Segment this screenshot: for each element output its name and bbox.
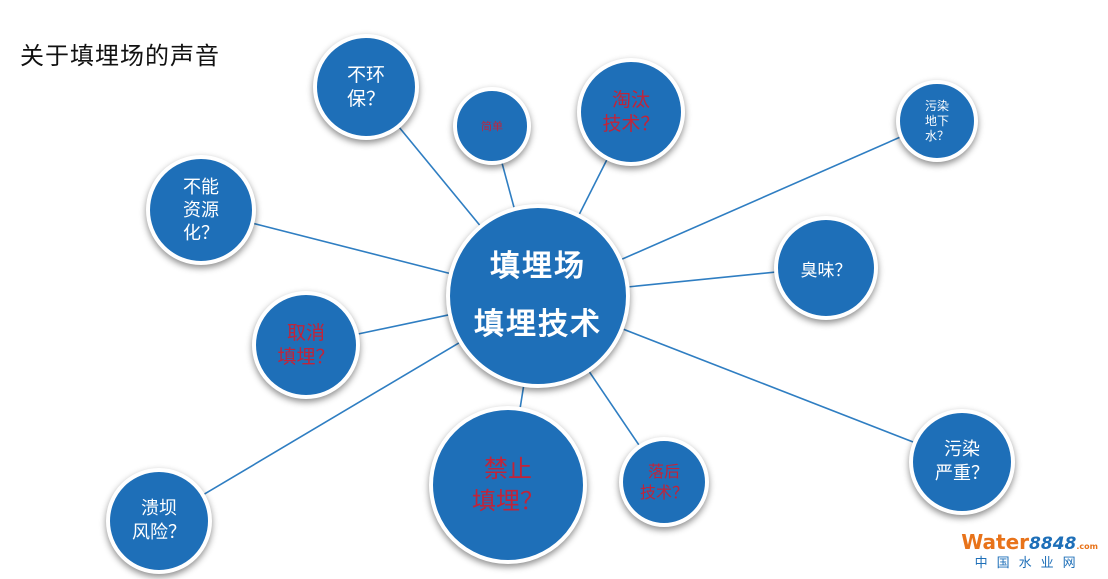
node-label: 臭味？ <box>800 260 852 281</box>
water8848-logo: Water8848.com 中国水业网 <box>961 530 1098 571</box>
logo-suffix: .com <box>1076 542 1098 551</box>
center-line1: 填埋场 <box>490 249 586 284</box>
node-chou-wei[interactable]: 臭味？ <box>774 216 878 320</box>
node-jian-dan[interactable]: 简单 <box>453 87 531 165</box>
node-qu-xiao-tian-mai[interactable]: 取消 填埋？ <box>252 291 360 399</box>
node-jin-zhi-tian-mai[interactable]: 禁止 填埋？ <box>429 406 587 564</box>
node-tao-tai[interactable]: 淘汰 技术？ <box>577 58 685 166</box>
node-label: 落后 技术？ <box>639 462 688 502</box>
node-label: 溃坝 风险？ <box>132 498 186 543</box>
node-label: 淘汰 技术？ <box>602 89 660 135</box>
node-luo-hou-ji-shu[interactable]: 落后 技术？ <box>619 437 709 527</box>
node-label: 污染 地下 水？ <box>924 98 949 143</box>
logo-cn: 中国水业网 <box>974 556 1085 571</box>
logo-number: 8848 <box>1029 534 1077 554</box>
node-label: 取消 填埋？ <box>277 322 335 368</box>
node-label: 简单 <box>481 120 503 133</box>
node-bu-huan-bao[interactable]: 不环 保？ <box>313 34 419 140</box>
center-line2: 填埋技术 <box>474 307 602 342</box>
node-label: 禁止 填埋？ <box>472 455 544 515</box>
node-bu-neng-zi-yuan-hua[interactable]: 不能 资源 化？ <box>146 155 256 265</box>
page-title: 关于填埋场的声音 <box>20 42 220 70</box>
logo-brand: Water <box>961 530 1030 554</box>
node-label: 不能 资源 化？ <box>183 176 219 244</box>
node-wu-ran-di-xia-shui[interactable]: 污染 地下 水？ <box>896 80 978 162</box>
center-node[interactable]: 填埋场 填埋技术 <box>446 204 630 388</box>
node-wu-ran-yan-zhong[interactable]: 污染 严重？ <box>909 409 1015 515</box>
node-label: 污染 严重？ <box>935 439 989 484</box>
node-label: 不环 保？ <box>346 64 385 110</box>
node-kui-ba-feng-xian[interactable]: 溃坝 风险？ <box>106 468 212 574</box>
